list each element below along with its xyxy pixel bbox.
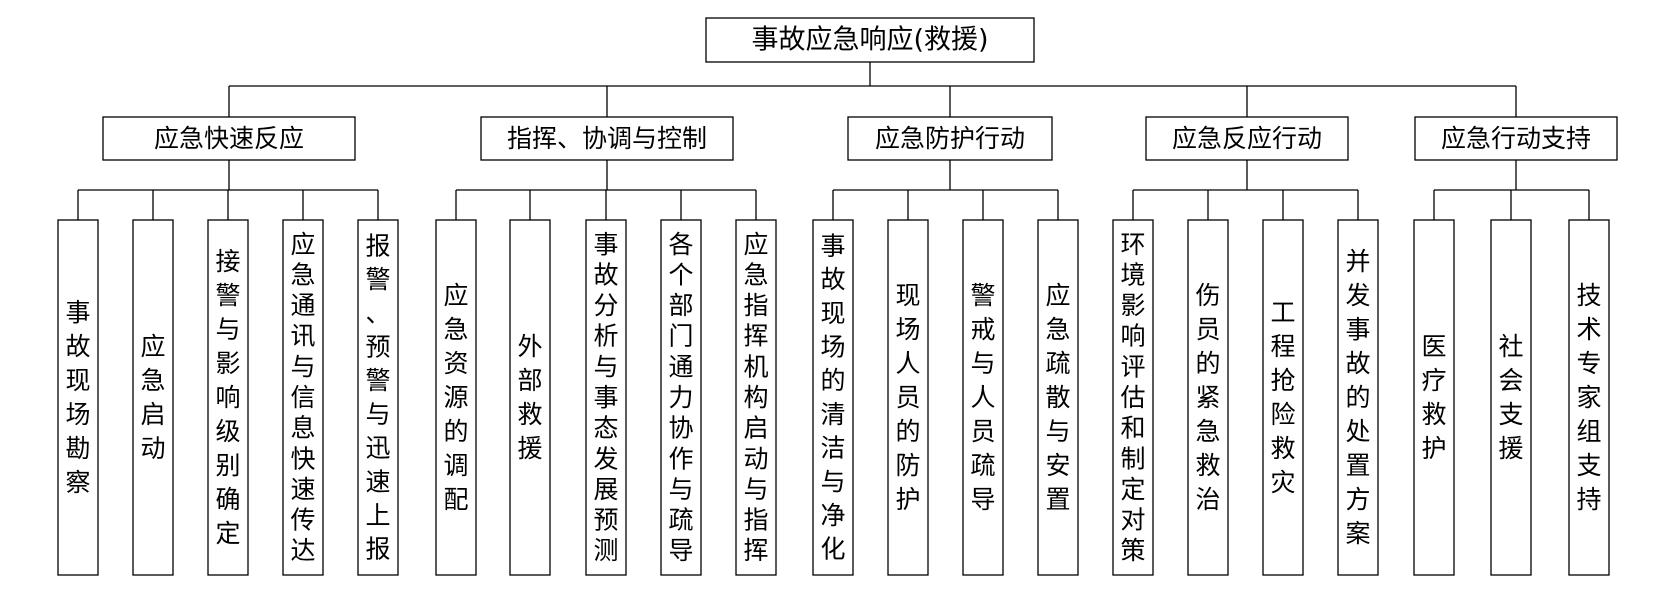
leaf-node: 社会支援 <box>1490 219 1532 576</box>
leaf-label: 现场人员的防护 <box>895 281 920 514</box>
leaf-label: 伤员的紧急救治 <box>1195 281 1220 514</box>
leaf-label: 技术专家组支持 <box>1576 281 1601 514</box>
category-label: 应急防护行动 <box>875 124 1025 153</box>
leaf-node: 并发事故的处置方案 <box>1337 219 1379 576</box>
leaf-label: 社会支援 <box>1498 332 1523 463</box>
leaf-label: 环境影响评估和制定对策 <box>1120 230 1145 565</box>
leaf-node: 技术专家组支持 <box>1568 219 1610 576</box>
leaf-node: 伤员的紧急救治 <box>1187 219 1229 576</box>
root-node: 事故应急响应(救援) <box>705 17 1035 63</box>
category-node: 指挥、协调与控制 <box>480 116 734 161</box>
leaf-label: 报警、预警与迅速上报 <box>365 231 390 563</box>
leaf-label: 应急资源的调配 <box>443 281 468 514</box>
leaf-node: 环境影响评估和制定对策 <box>1112 219 1154 576</box>
leaf-label: 医疗救护 <box>1421 332 1446 463</box>
leaf-label: 并发事故的处置方案 <box>1345 247 1370 548</box>
leaf-label: 外部救援 <box>517 332 542 463</box>
leaf-label: 各个部门通力协作与疏导 <box>668 230 693 565</box>
category-nodes: 应急快速反应 指挥、协调与控制 应急防护行动 应急反应行动 应急行动支持 <box>102 116 1618 161</box>
leaf-label: 事故分析与事态发展预测 <box>593 230 618 565</box>
leaf-label: 接警与影响级别确定 <box>215 247 240 548</box>
leaf-node: 应急资源的调配 <box>435 219 477 576</box>
leaf-node: 外部救援 <box>509 219 551 576</box>
root-label: 事故应急响应(救援) <box>751 25 988 56</box>
category-label: 指挥、协调与控制 <box>507 124 707 153</box>
leaf-node: 事故分析与事态发展预测 <box>585 219 627 576</box>
category-node: 应急行动支持 <box>1414 116 1618 161</box>
leaf-label: 事故现场勘察 <box>65 298 90 497</box>
leaf-label: 应急疏散与安置 <box>1045 281 1070 514</box>
leaf-node: 工程抢险救灾 <box>1262 219 1304 576</box>
leaf-node: 警戒与人员疏导 <box>962 219 1004 576</box>
leaf-node: 应急疏散与安置 <box>1037 219 1079 576</box>
leaf-label: 应急通讯与信息快速传达 <box>290 230 315 565</box>
leaf-label: 应急指挥机构启动与指挥 <box>743 230 768 565</box>
category-node: 应急防护行动 <box>847 116 1053 161</box>
connector-lines <box>77 62 1590 220</box>
leaf-nodes: 事故现场勘察 应急启动 接警与影响级别确定 应急通讯与信息快速传达 报警、预警与迅速上报… <box>57 219 1610 576</box>
leaf-node: 现场人员的防护 <box>887 219 929 576</box>
leaf-node: 接警与影响级别确定 <box>207 219 249 576</box>
leaf-node: 应急启动 <box>132 219 174 576</box>
leaf-node: 应急通讯与信息快速传达 <box>282 219 324 576</box>
category-label: 应急快速反应 <box>154 124 304 153</box>
leaf-node: 各个部门通力协作与疏导 <box>660 219 702 576</box>
leaf-label: 事故现场的清洁与净化 <box>820 231 845 563</box>
leaf-label: 警戒与人员疏导 <box>970 281 995 514</box>
leaf-label: 工程抢险救灾 <box>1270 298 1295 497</box>
leaf-node: 医疗救护 <box>1413 219 1455 576</box>
leaf-node: 事故现场勘察 <box>57 219 99 576</box>
category-label: 应急行动支持 <box>1441 124 1591 153</box>
leaf-label: 应急启动 <box>140 332 165 463</box>
leaf-node: 事故现场的清洁与净化 <box>812 219 854 576</box>
leaf-node: 应急指挥机构启动与指挥 <box>735 219 777 576</box>
leaf-node: 报警、预警与迅速上报 <box>357 219 399 576</box>
category-node: 应急快速反应 <box>102 116 356 161</box>
category-node: 应急反应行动 <box>1145 116 1349 161</box>
category-label: 应急反应行动 <box>1172 124 1322 153</box>
